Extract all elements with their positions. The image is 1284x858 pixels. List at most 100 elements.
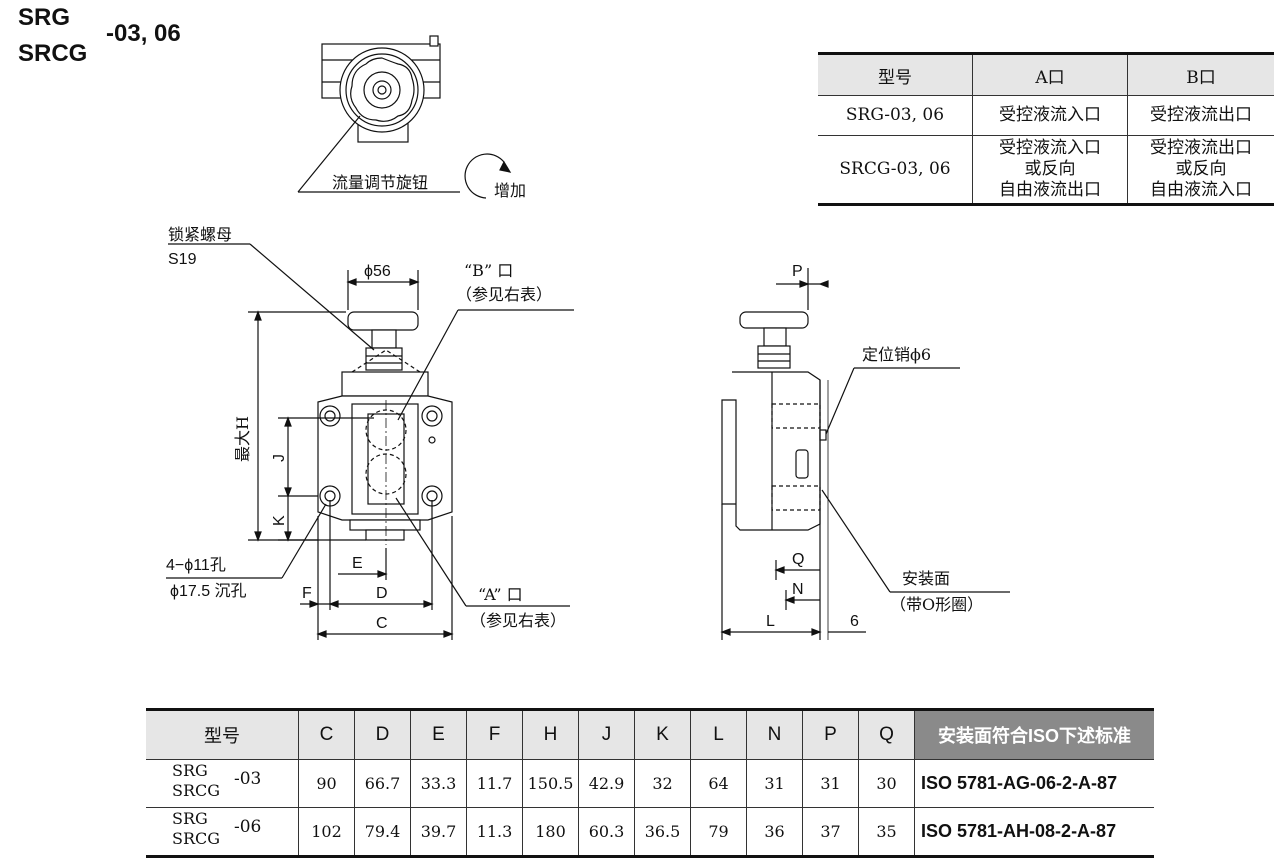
dims-cell: 90 bbox=[298, 759, 355, 808]
dims-cell: 31 bbox=[802, 759, 859, 808]
dims-cell: 36 bbox=[746, 807, 803, 858]
model-line-1: SRG bbox=[172, 808, 208, 828]
dims-cell: 33.3 bbox=[410, 759, 467, 808]
p-label: P bbox=[792, 263, 803, 280]
dims-header: N bbox=[746, 708, 803, 760]
dims-cell: 30 bbox=[858, 759, 915, 808]
d-label: D bbox=[376, 585, 388, 602]
title-srcg: SRCG bbox=[18, 40, 88, 67]
port-b-line: 自由液流入口 bbox=[1150, 180, 1252, 200]
port-a-line: 受控液流入口 bbox=[999, 105, 1101, 125]
dims-header: J bbox=[578, 708, 635, 760]
dims-header: D bbox=[354, 708, 411, 760]
port-header-model: 型号 bbox=[818, 52, 973, 96]
dims-cell: 64 bbox=[690, 759, 747, 808]
port-header-b: B口 bbox=[1127, 52, 1274, 96]
top-view bbox=[321, 35, 441, 143]
dims-header-standard: 安装面符合ISO下述标准 bbox=[914, 708, 1154, 760]
knob-label: 流量调节旋钮 bbox=[332, 173, 428, 192]
f-label: F bbox=[302, 585, 312, 602]
dimensions-table: 型号 C D E F H J K L N P Q 安装面符合ISO下述标准 SR… bbox=[146, 708, 1154, 858]
dims-cell: 150.5 bbox=[522, 759, 579, 808]
table-row: SRG-03, 06 受控液流入口 受控液流出口 bbox=[818, 95, 1274, 136]
q-label: Q bbox=[792, 551, 804, 568]
dims-cell: 31 bbox=[746, 759, 803, 808]
table-row: SRCG-03, 06 受控液流入口 或反向 自由液流出口 受控液流出口 或反向… bbox=[818, 135, 1274, 206]
dims-header: K bbox=[634, 708, 691, 760]
dims-cell: 79 bbox=[690, 807, 747, 858]
pin-label: 定位销ϕ6 bbox=[862, 345, 931, 364]
dims-cell: 36.5 bbox=[634, 807, 691, 858]
port-model: SRCG-03, 06 bbox=[818, 135, 973, 206]
lock-nut-size: S19 bbox=[168, 251, 197, 268]
port-a: 受控液流入口 或反向 自由液流出口 bbox=[972, 135, 1128, 206]
port-table-header: 型号 A口 B口 bbox=[818, 52, 1274, 96]
model-suffix: -03 bbox=[234, 768, 262, 789]
mount-label-1: 安装面 bbox=[902, 569, 950, 588]
phi56-label: ϕ56 bbox=[364, 263, 391, 280]
dims-cell: 79.4 bbox=[354, 807, 411, 858]
b-port-label: “B” 口 bbox=[464, 261, 513, 280]
dims-cell: 42.9 bbox=[578, 759, 635, 808]
port-b-line: 或反向 bbox=[1175, 159, 1227, 179]
model-line-2: SRCG bbox=[172, 828, 221, 848]
max-h-label: 最大H bbox=[233, 416, 252, 462]
dims-cell: 35 bbox=[858, 807, 915, 858]
dims-cell: 102 bbox=[298, 807, 355, 858]
a-port-ref: （参见右表） bbox=[470, 611, 566, 630]
dims-cell: 66.7 bbox=[354, 759, 411, 808]
j-label: J bbox=[271, 454, 288, 462]
port-a-line: 受控液流入口 bbox=[999, 138, 1101, 158]
side-view bbox=[721, 311, 829, 640]
holes-label-2: ϕ17.5 沉孔 bbox=[170, 582, 247, 600]
dims-header: H bbox=[522, 708, 579, 760]
port-table: 型号 A口 B口 SRG-03, 06 受控液流入口 受控液流出口 SRCG-0… bbox=[818, 52, 1274, 206]
dims-header: E bbox=[410, 708, 467, 760]
model-line-1: SRG bbox=[172, 760, 208, 780]
holes-label-1: 4−ϕ11孔 bbox=[166, 556, 226, 574]
dims-cell: 32 bbox=[634, 759, 691, 808]
dims-header: L bbox=[690, 708, 747, 760]
port-a: 受控液流入口 bbox=[972, 95, 1128, 136]
dims-cell: 60.3 bbox=[578, 807, 635, 858]
model-suffix: -06 bbox=[234, 816, 262, 837]
a-port-label: “A” 口 bbox=[478, 585, 523, 604]
six-label: 6 bbox=[850, 613, 859, 630]
port-b: 受控液流出口 bbox=[1127, 95, 1274, 136]
e-label: E bbox=[352, 555, 363, 572]
port-b: 受控液流出口 或反向 自由液流入口 bbox=[1127, 135, 1274, 206]
dims-header: F bbox=[466, 708, 523, 760]
lock-nut-label: 锁紧螺母 bbox=[168, 225, 232, 244]
dims-cell: 180 bbox=[522, 807, 579, 858]
port-model: SRG-03, 06 bbox=[818, 95, 973, 136]
mount-label-2: （带O形圈） bbox=[890, 595, 983, 614]
dims-standard: ISO 5781-AG-06-2-A-87 bbox=[914, 759, 1154, 808]
k-label: K bbox=[271, 515, 288, 526]
port-header-a: A口 bbox=[972, 52, 1128, 96]
dims-header: C bbox=[298, 708, 355, 760]
port-b-line: 受控液流出口 bbox=[1150, 105, 1252, 125]
title-srg: SRG bbox=[18, 4, 71, 31]
c-label: C bbox=[376, 615, 388, 632]
dims-header: P bbox=[802, 708, 859, 760]
front-view bbox=[317, 311, 453, 545]
title-suffix: -03, 06 bbox=[106, 20, 181, 47]
port-a-line: 或反向 bbox=[1024, 159, 1076, 179]
l-label: L bbox=[766, 613, 775, 630]
port-b-line: 受控液流出口 bbox=[1150, 138, 1252, 158]
dims-cell: 39.7 bbox=[410, 807, 467, 858]
n-label: N bbox=[792, 581, 804, 598]
b-port-ref: （参见右表） bbox=[456, 285, 552, 304]
increase-label: 增加 bbox=[494, 181, 526, 200]
dims-header-model: 型号 bbox=[146, 708, 299, 760]
port-a-line: 自由液流出口 bbox=[999, 180, 1101, 200]
dims-standard: ISO 5781-AH-08-2-A-87 bbox=[914, 807, 1154, 858]
dims-header: Q bbox=[858, 708, 915, 760]
dims-cell: 37 bbox=[802, 807, 859, 858]
drawing: 流量调节旋钮 增加 ϕ56 锁紧螺母 S19 “B” 口 bbox=[166, 35, 1010, 640]
dims-table-header: 型号 C D E F H J K L N P Q 安装面符合ISO下述标准 bbox=[146, 708, 1154, 760]
